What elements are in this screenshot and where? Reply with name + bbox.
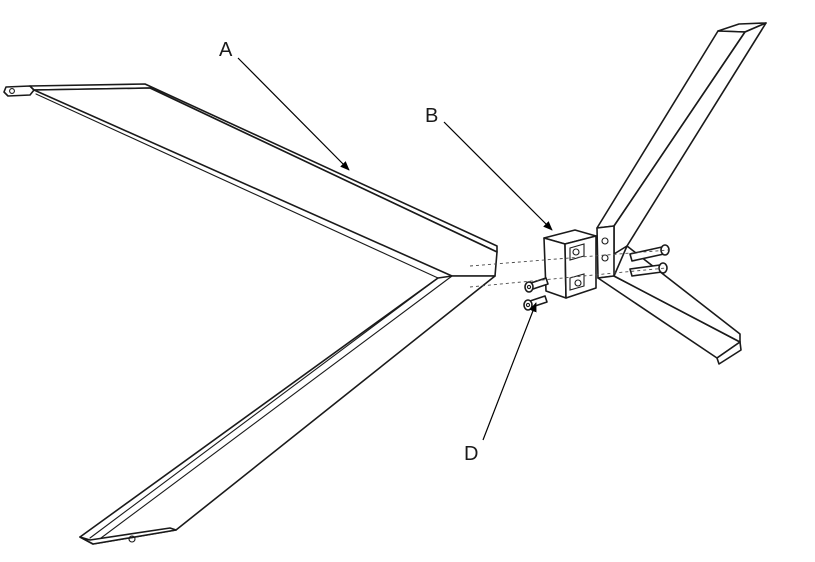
bracket-b-hole-1 bbox=[572, 248, 580, 256]
leader-a bbox=[237, 57, 350, 171]
bracket-b-upper-slot bbox=[569, 243, 585, 261]
leg-right-lower-cap bbox=[716, 341, 742, 365]
alignment-lines bbox=[469, 249, 669, 288]
bracket-b-front bbox=[543, 237, 567, 299]
callout-b-label: B bbox=[425, 105, 438, 127]
bracket-b-hole-2 bbox=[574, 279, 582, 287]
leg-a-lower-edge-2 bbox=[92, 275, 453, 545]
leader-d bbox=[482, 302, 537, 441]
leg-a-end-cap bbox=[79, 527, 177, 545]
bolt-right-1 bbox=[629, 244, 670, 262]
leg-right-upper-side bbox=[613, 22, 767, 255]
leg-a-foot bbox=[128, 535, 136, 543]
bolts-d bbox=[523, 277, 549, 311]
leg-a-lower-face bbox=[79, 275, 496, 545]
leg-right-plate-hole-2 bbox=[601, 254, 609, 262]
leg-a-lower-edge bbox=[89, 277, 439, 539]
bracket-b-lower-slot bbox=[569, 273, 585, 291]
bracket-b bbox=[543, 229, 597, 299]
bolt-d-1 bbox=[524, 277, 549, 293]
callout-d-label: D bbox=[464, 443, 478, 465]
bolt-right-2 bbox=[629, 262, 668, 277]
leg-right-plate-hole-1 bbox=[601, 237, 609, 245]
leg-a bbox=[3, 83, 498, 545]
leg-right bbox=[596, 22, 767, 365]
leader-b bbox=[443, 121, 553, 231]
bolts-right bbox=[629, 244, 670, 277]
leg-right-plate bbox=[596, 225, 615, 279]
leg-a-tab bbox=[3, 85, 35, 97]
leg-a-upper-edge bbox=[35, 93, 439, 279]
leg-a-tab-hole bbox=[9, 88, 15, 94]
callout-a-label: A bbox=[219, 39, 233, 61]
leg-right-upper-front bbox=[596, 30, 746, 229]
callout-leaders bbox=[237, 57, 553, 441]
